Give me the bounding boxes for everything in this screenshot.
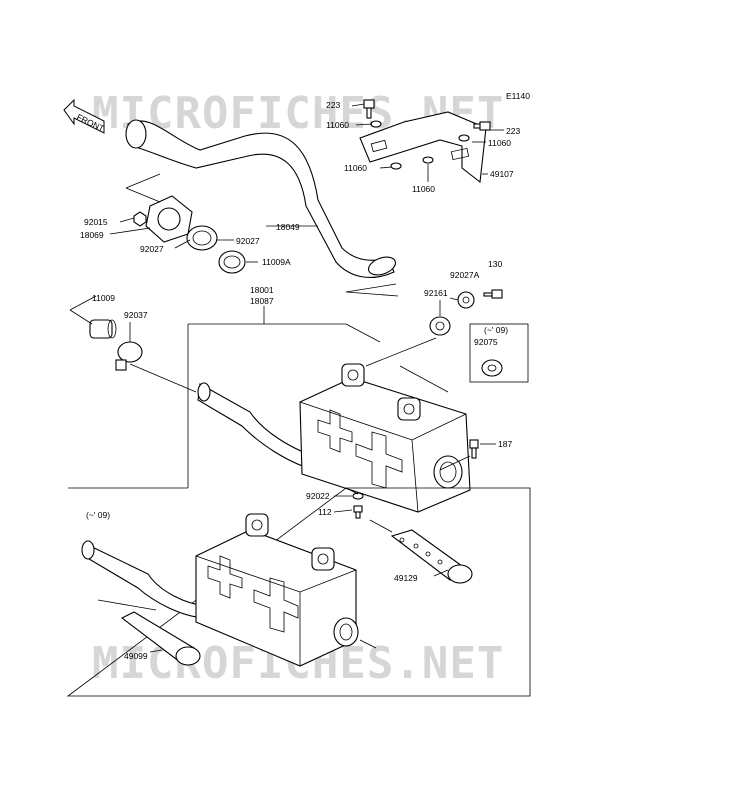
bolt-130 bbox=[483, 289, 503, 299]
gasket-11009A bbox=[218, 250, 246, 274]
label-18049: 18049 bbox=[276, 222, 300, 232]
grommet-92161 bbox=[429, 316, 451, 336]
nut-92015 bbox=[133, 211, 147, 227]
label-92027-a: 92027 bbox=[140, 244, 164, 254]
washer-11060-d bbox=[422, 156, 434, 164]
label-11009: 11009 bbox=[92, 293, 115, 303]
inset-box-lower bbox=[66, 487, 531, 697]
leader-lines-lower bbox=[97, 599, 377, 653]
flange-18069 bbox=[145, 195, 193, 243]
label-18001: 18001 bbox=[250, 285, 274, 295]
muffler-assembly-upper bbox=[197, 363, 471, 513]
label-92075: 92075 bbox=[474, 337, 498, 347]
bolt-187 bbox=[469, 439, 479, 459]
label-223-b: 223 bbox=[506, 126, 520, 136]
label-11060-c: 11060 bbox=[344, 163, 367, 173]
bolt-223-b bbox=[473, 121, 491, 131]
grommet-92075 bbox=[481, 359, 503, 377]
label-11060-a: 11060 bbox=[326, 120, 349, 130]
bracket-49107 bbox=[359, 111, 487, 184]
washer-11060-b bbox=[458, 134, 470, 142]
exhaust-pipe bbox=[125, 119, 396, 278]
spark-arrester-49129 bbox=[390, 529, 473, 584]
label-49107: 49107 bbox=[490, 169, 514, 179]
label-92027A: 92027A bbox=[450, 270, 480, 280]
label-18069: 18069 bbox=[80, 230, 104, 240]
diagram-code: E1140 bbox=[506, 91, 530, 101]
gasket-11009 bbox=[89, 319, 117, 339]
label-187: 187 bbox=[498, 439, 512, 449]
label-92015: 92015 bbox=[84, 217, 108, 227]
label-92161: 92161 bbox=[424, 288, 448, 298]
clamp-92037 bbox=[115, 341, 143, 371]
gasket-92027-a bbox=[186, 225, 218, 251]
label-112: 112 bbox=[318, 507, 332, 517]
leader-lines bbox=[69, 103, 504, 577]
spark-arrester-49099 bbox=[120, 611, 201, 666]
label-223-a: 223 bbox=[326, 100, 340, 110]
inset-box-92075 bbox=[469, 323, 529, 383]
washer-11060-a bbox=[370, 120, 382, 128]
muffler-assembly-lower bbox=[81, 513, 359, 667]
label-49129: 49129 bbox=[394, 573, 418, 583]
inset-label-lower: (~' 09) bbox=[86, 510, 110, 520]
label-18087: 18087 bbox=[250, 296, 274, 306]
label-92022: 92022 bbox=[306, 491, 330, 501]
label-49099: 49099 bbox=[124, 651, 148, 661]
washer-92022 bbox=[352, 492, 364, 500]
label-11060-d: 11060 bbox=[412, 184, 435, 194]
label-92037: 92037 bbox=[124, 310, 148, 320]
label-130: 130 bbox=[488, 259, 502, 269]
washer-11060-c bbox=[390, 162, 402, 170]
collar-92027A bbox=[457, 291, 475, 309]
label-92027-b: 92027 bbox=[236, 236, 260, 246]
label-11009A: 11009A bbox=[262, 257, 291, 267]
label-11060-b: 11060 bbox=[488, 138, 511, 148]
inset-label-upper: (~' 09) bbox=[484, 325, 508, 335]
bolt-112 bbox=[353, 505, 363, 519]
